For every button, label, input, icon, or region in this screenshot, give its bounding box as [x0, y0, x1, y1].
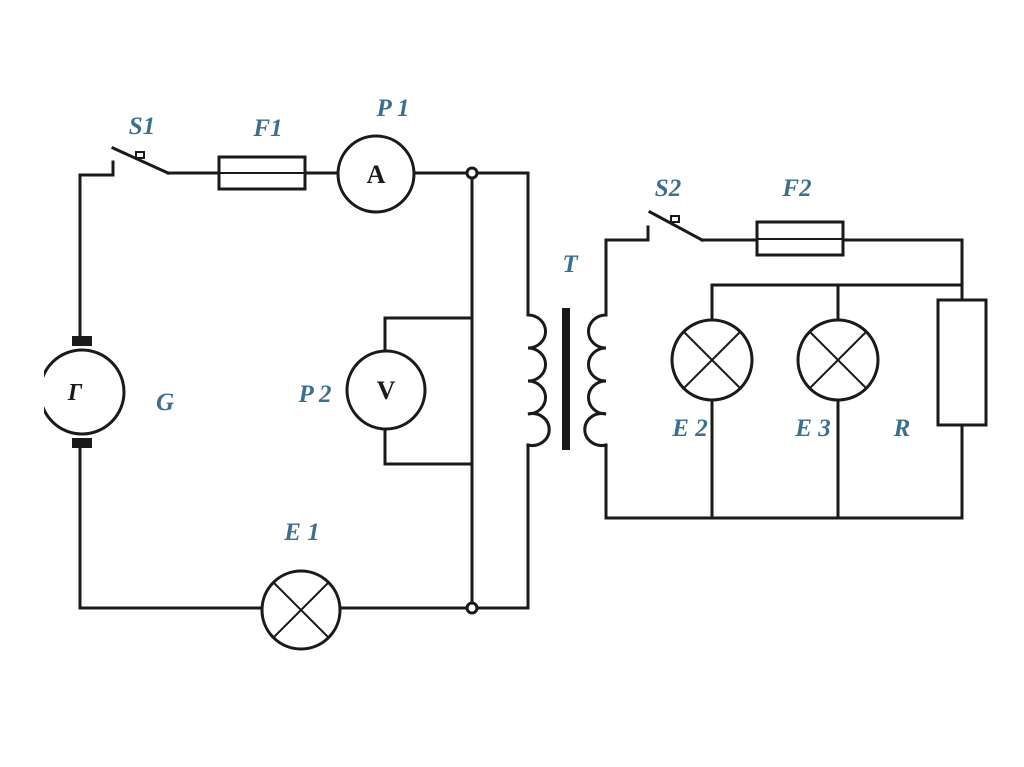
voltmeter-symbol: V	[377, 376, 396, 405]
generator-symbol: Г	[67, 380, 83, 406]
voltmeter-p2: V	[345, 349, 427, 431]
label-f2: F2	[781, 175, 811, 202]
ammeter-p1: A	[336, 134, 416, 214]
label-s1: S1	[129, 113, 155, 140]
label-e2: E 2	[671, 415, 707, 442]
label-g: G	[156, 389, 174, 416]
lamp-e2	[670, 318, 754, 402]
switch-s1	[111, 146, 170, 177]
label-p1: P 1	[375, 95, 409, 122]
switch-s2	[646, 209, 705, 243]
junction-node-top	[465, 166, 479, 180]
lamp-e1	[260, 569, 342, 651]
secondary-wiring	[604, 238, 964, 520]
label-e3: E 3	[794, 415, 830, 442]
fuse-f1	[217, 155, 307, 191]
generator-g: Г	[38, 336, 126, 448]
lamp-e3	[796, 318, 880, 402]
resistor-r	[936, 298, 988, 427]
label-r: R	[893, 415, 911, 442]
label-t: T	[562, 251, 579, 278]
label-e1: E 1	[283, 519, 319, 546]
junction-node-bottom	[465, 601, 479, 615]
label-p2: P 2	[297, 381, 331, 408]
primary-wiring	[78, 171, 530, 610]
component-labels: S1 F1 P 1 T S2 F2 G P 2 E 1 E 2 E 3 R	[129, 95, 911, 546]
fuse-f2	[755, 220, 845, 257]
ammeter-symbol: A	[367, 160, 386, 189]
label-s2: S2	[655, 175, 681, 202]
label-f1: F1	[252, 115, 282, 142]
transformer-t	[526, 308, 608, 450]
